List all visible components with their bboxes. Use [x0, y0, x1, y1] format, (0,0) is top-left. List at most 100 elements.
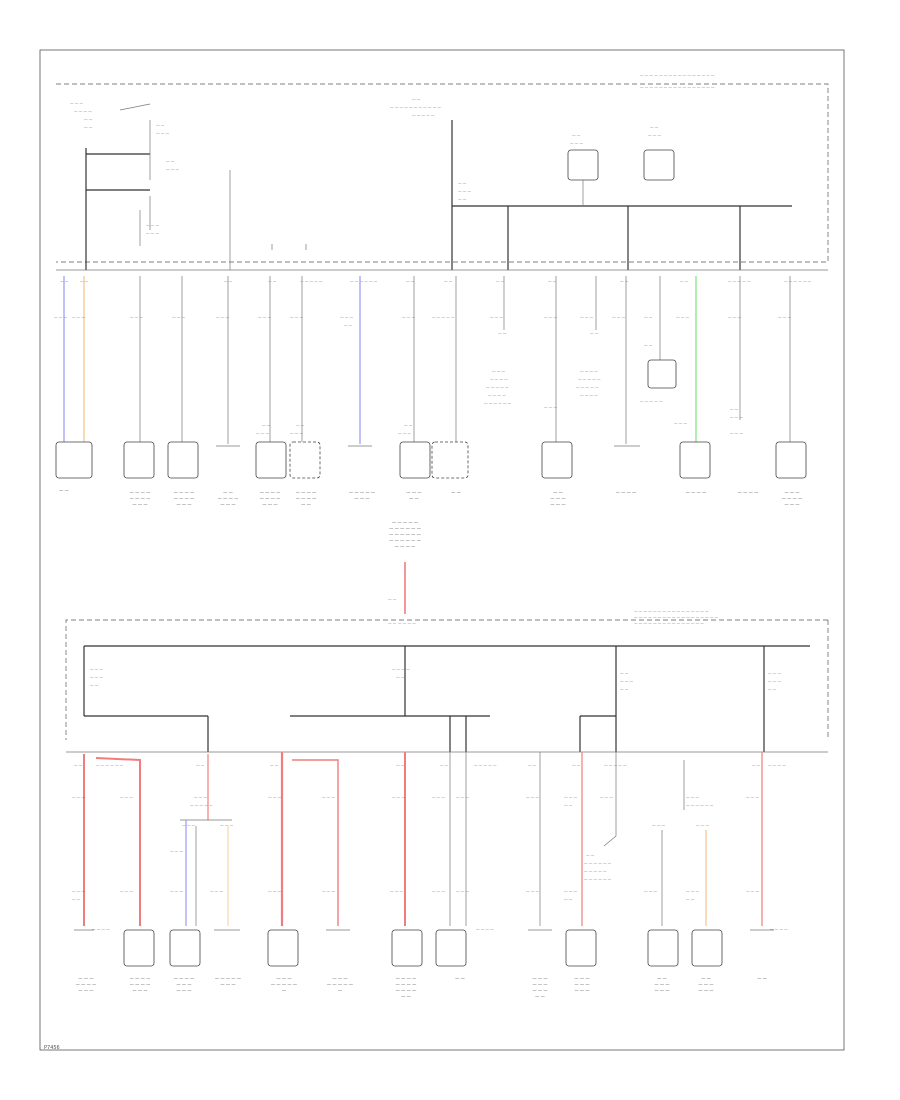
svg-text:— —: — — — [344, 323, 353, 327]
svg-text:— — —: — — — — [72, 889, 85, 893]
svg-text:— —: — — — [72, 897, 81, 901]
svg-text:— — —: — — — — [730, 415, 743, 419]
svg-text:— — —: — — — — [176, 502, 191, 507]
svg-text:— — — — —: — — — — — — [349, 490, 375, 495]
lower-wire-codes: — — — — — — — — — — — — — — — — — — — — … — [72, 763, 788, 931]
svg-text:— —: — — — [388, 621, 397, 625]
svg-text:— — —: — — — — [492, 369, 505, 373]
svg-text:— — — —: — — — — — [398, 621, 416, 625]
svg-text:— — —: — — — — [654, 982, 669, 987]
upper-wires — [63, 276, 791, 444]
svg-text:— —: — — — [496, 279, 505, 283]
svg-text:— — —: — — — — [432, 889, 445, 893]
svg-text:— — — — — — — — — — — — — — —: — — — — — — — — — — — — — — — — — [634, 609, 709, 613]
svg-text:— —: — — — [84, 125, 93, 129]
svg-text:— — —: — — — — [570, 141, 583, 145]
svg-text:— — — — —: — — — — — — [190, 803, 213, 807]
svg-text:— —: — — — [620, 279, 629, 283]
svg-text:—: — — [338, 988, 342, 993]
svg-text:— — — —: — — — — — [580, 393, 598, 397]
svg-text:— —: — — — [586, 853, 595, 857]
svg-text:— — — —: — — — — — [130, 490, 151, 495]
svg-text:— — — —: — — — — — [76, 982, 97, 987]
svg-text:— —: — — — [396, 763, 405, 767]
svg-text:— — — — — — — — — — — — — — —: — — — — — — — — — — — — — — — — — — — [634, 615, 719, 619]
svg-text:— —: — — — [388, 597, 397, 601]
svg-text:— — —: — — — — [78, 976, 93, 981]
svg-text:— — —: — — — — [176, 982, 191, 987]
svg-text:— —: — — — [166, 159, 175, 163]
svg-text:— — —: — — — — [276, 976, 291, 981]
upper-component-labels: — — — — — — — — — — — — — — — — — — — — … — [59, 488, 802, 507]
relay-mid — [647, 359, 677, 389]
svg-text:— — —: — — — — [696, 823, 709, 827]
svg-text:— —: — — — [223, 490, 233, 495]
svg-text:— —: — — — [757, 976, 767, 981]
svg-text:— — —: — — — — [526, 795, 539, 799]
svg-text:— — — — — —: — — — — — — — [484, 401, 512, 405]
upper-connector-labels: — — — — — — — — — — — — — — — — — — — — … — [60, 279, 812, 283]
svg-text:— — —: — — — — [574, 982, 589, 987]
svg-text:— — —: — — — — [784, 502, 799, 507]
svg-text:— — —: — — — — [698, 988, 713, 993]
upper-wire-codes: — — — — — — — — — — — — — — — — — — — — … — [54, 315, 791, 327]
svg-text:— — — —: — — — — — [296, 490, 317, 495]
svg-text:— — —: — — — — [686, 889, 699, 893]
svg-text:— —: — — — [84, 117, 93, 121]
svg-text:— — — —: — — — — — [296, 496, 317, 501]
svg-text:— — —: — — — — [90, 675, 103, 679]
svg-text:— —: — — — [404, 423, 413, 427]
lower-component-labels: — — — — — — — — — — — — — — — — — — — — … — [76, 976, 767, 999]
lower-wires — [83, 752, 763, 926]
svg-text:— —: — — — [455, 976, 465, 981]
svg-text:— — —: — — — — [268, 795, 281, 799]
svg-text:— — — —: — — — — — [616, 490, 637, 495]
svg-text:— — — — —: — — — — — — [271, 982, 297, 987]
svg-text:— — — —: — — — — — [782, 496, 803, 501]
upper-connectors — [55, 441, 807, 479]
svg-text:— — — —: — — — — — [174, 496, 195, 501]
svg-text:— — — — —: — — — — — — [392, 520, 418, 525]
svg-text:— — —: — — — — [70, 101, 83, 105]
svg-text:— — —: — — — — [390, 889, 403, 893]
svg-text:— —: — — — [156, 123, 165, 127]
svg-text:— — — — —: — — — — — — [578, 377, 601, 381]
svg-text:— — — — —: — — — — — — [576, 385, 599, 389]
svg-text:— — —: — — — — [686, 795, 699, 799]
svg-text:— — — — — —: — — — — — — — [389, 526, 421, 531]
svg-text:— —: — — — [268, 279, 277, 283]
svg-text:— —: — — — [620, 671, 629, 675]
svg-text:— — — —: — — — — — [476, 927, 494, 931]
svg-text:— —: — — — [262, 423, 271, 427]
svg-text:— — — — — —: — — — — — — — [389, 538, 421, 543]
svg-text:— —: — — — [409, 496, 419, 501]
upper-middle-components: — — — — — — — — — — — — — — — — — — — — … — [256, 331, 743, 435]
svg-text:— — —: — — — — [176, 988, 191, 993]
svg-text:— — —: — — — — [290, 431, 303, 435]
svg-text:— — —: — — — — [220, 823, 233, 827]
svg-text:— —: — — — [74, 763, 83, 767]
svg-text:— — —: — — — — [456, 889, 469, 893]
svg-text:— — — — — —: — — — — — — — [584, 877, 612, 881]
svg-text:— —: — — — [620, 687, 629, 691]
svg-text:— — —: — — — — [612, 315, 625, 319]
svg-text:— — — —: — — — — — [395, 544, 416, 549]
svg-text:— — —: — — — — [258, 315, 271, 319]
relay-top-2 — [643, 149, 675, 181]
svg-text:— — — —: — — — — — [396, 988, 417, 993]
svg-text:— — —: — — — — [256, 431, 269, 435]
svg-text:— — —: — — — — [644, 889, 657, 893]
svg-text:— —: — — — [644, 315, 653, 319]
svg-text:— — —: — — — — [728, 315, 741, 319]
svg-text:— —: — — — [768, 687, 777, 691]
svg-text:— —: — — — [686, 897, 695, 901]
svg-text:— —: — — — [752, 763, 761, 767]
svg-text:— — — —: — — — — — [580, 369, 598, 373]
svg-text:— —: — — — [401, 994, 411, 999]
svg-text:— — —: — — — — [432, 795, 445, 799]
svg-text:— — —: — — — — [72, 795, 85, 799]
svg-text:— —: — — — [650, 125, 659, 129]
svg-text:— —: — — — [644, 343, 653, 347]
svg-text:— —: — — — [701, 976, 711, 981]
